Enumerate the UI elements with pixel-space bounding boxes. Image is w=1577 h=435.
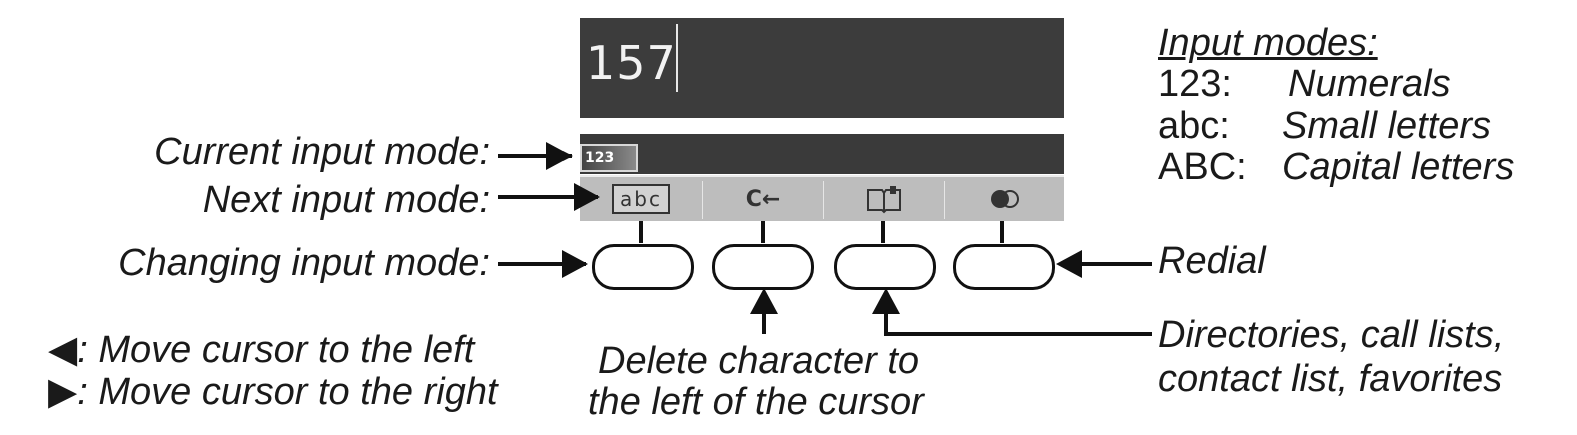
- delete-label: C←: [745, 186, 781, 212]
- book-icon: [867, 186, 901, 214]
- arrowhead: [562, 250, 588, 278]
- arrowhead: [546, 142, 572, 170]
- legend-value: Numerals: [1288, 63, 1451, 105]
- softkey-delete[interactable]: C←: [703, 177, 823, 221]
- label-redial: Redial: [1158, 240, 1266, 282]
- key-connector: [761, 221, 765, 243]
- legend-title: Input modes:: [1158, 22, 1378, 64]
- legend-key: abc:: [1158, 105, 1230, 147]
- text-cursor: [676, 24, 678, 92]
- softkey-divider: [823, 181, 824, 219]
- key-connector: [1000, 221, 1004, 243]
- label-directories-line2: contact list, favorites: [1158, 358, 1503, 400]
- softkey-bar: abc C←: [580, 175, 1064, 221]
- label-delete-line1: Delete character to: [598, 340, 920, 382]
- cursor-left-text: : Move cursor to the left: [77, 329, 475, 371]
- softkey-divider: [702, 181, 703, 219]
- input-mode-strip: 123: [580, 134, 1064, 174]
- left-triangle-icon: ◀: [48, 329, 78, 371]
- phone-display: 157: [580, 18, 1064, 118]
- redial-icon: [990, 190, 1019, 208]
- arrowhead: [872, 288, 900, 314]
- legend-value: Small letters: [1282, 105, 1492, 147]
- legend-key: 123:: [1158, 63, 1232, 105]
- softkey-directories[interactable]: [824, 177, 944, 221]
- arrowhead: [750, 288, 778, 314]
- key-connector: [881, 221, 885, 243]
- arrow-directories: [881, 291, 1152, 336]
- legend-row-small: abc: Small letters: [1158, 105, 1491, 147]
- label-changing-mode: Changing input mode:: [118, 242, 490, 284]
- right-triangle-icon: ▶: [48, 371, 78, 413]
- cursor-right-text: : Move cursor to the right: [77, 371, 498, 413]
- legend-cursor-right: ▶: Move cursor to the right: [48, 373, 498, 411]
- key-connector: [639, 221, 643, 243]
- legend-key: ABC:: [1158, 146, 1247, 188]
- label-next-mode: Next input mode:: [202, 179, 490, 221]
- softkey-next-mode[interactable]: abc: [580, 177, 702, 221]
- hardkey-2[interactable]: [712, 244, 814, 290]
- arrowhead: [1056, 250, 1082, 278]
- legend-row-capital: ABC: Capital letters: [1158, 146, 1514, 188]
- hardkey-3[interactable]: [834, 244, 936, 290]
- label-delete-line2: the left of the cursor: [588, 381, 924, 423]
- legend-row-numerals: 123: Numerals: [1158, 63, 1451, 105]
- legend-cursor-left: ◀: Move cursor to the left: [48, 331, 474, 369]
- softkey-divider: [944, 181, 945, 219]
- next-mode-label: abc: [612, 184, 670, 214]
- arrowhead: [574, 183, 600, 211]
- hardkey-1[interactable]: [592, 244, 694, 290]
- display-input-text: 157: [586, 36, 677, 90]
- softkey-redial[interactable]: [945, 177, 1064, 221]
- current-mode-badge: 123: [580, 144, 638, 172]
- legend-value: Capital letters: [1282, 146, 1515, 188]
- label-current-mode: Current input mode:: [154, 131, 490, 173]
- hardkey-4[interactable]: [953, 244, 1055, 290]
- label-directories-line1: Directories, call lists,: [1158, 314, 1505, 356]
